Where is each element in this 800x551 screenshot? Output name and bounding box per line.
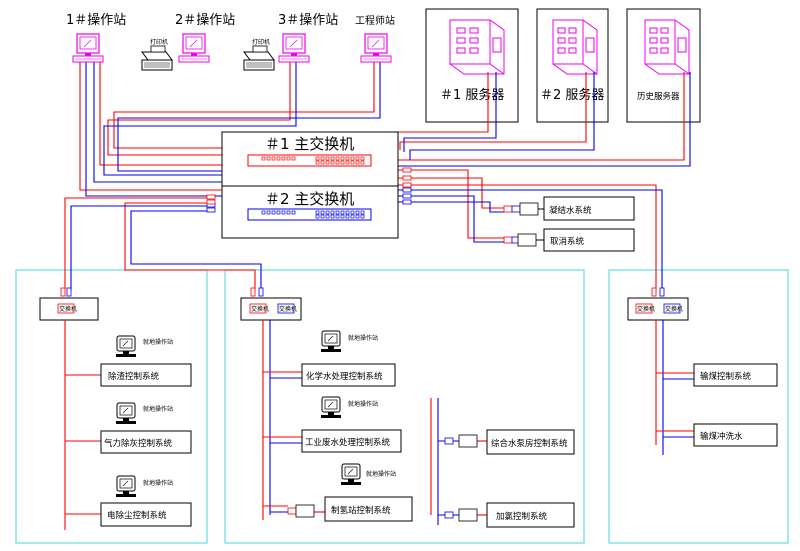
server-2-label: ＃2 服务器 [540,87,604,103]
printer-2 [243,45,275,71]
middle-local-station-2 [320,396,342,419]
printer-1 [141,45,173,71]
middle-switch-label-2: 交换机 [279,305,297,313]
left-area: 交换机 就地操作站 除渣控制系统 就地操作站 气力除灰控制系统 就地操作站 电除… [39,287,192,530]
station-1 [72,33,104,63]
pump-house-label: 综合水泵房控制系统 [491,438,568,449]
coal-handling-label: 输煤控制系统 [700,371,752,382]
printers: 打印机 打印机 [141,38,275,71]
side-systems: 凝结水系统 取消系统 [503,196,635,252]
industrial-wastewater-label: 工业废水处理控制系统 [305,437,391,448]
chlorination-box [486,502,575,528]
chem-water-box [301,363,396,387]
switch-2-ports [247,208,372,221]
middle-area-border [224,269,585,544]
chem-water-label: 化学水处理控制系统 [306,371,383,382]
coal-flushing-label: 输煤冲洗水 [700,431,743,442]
middle-local-station-3 [340,463,362,486]
middle-local-station-1 [320,330,342,353]
switch-1-label: ＃1 主交换机 [265,135,354,153]
cancel-system-box [543,228,635,252]
server-1: ＃1 服务器 [425,8,519,123]
electrostatic-precipitator-label: 电除尘控制系统 [107,510,167,521]
station-2 [178,33,210,63]
coal-flushing-box [693,423,778,447]
left-switch-label: 交换机 [59,305,77,313]
left-area-border [15,269,208,544]
right-area-border [608,269,789,544]
top-network-cables [64,62,691,290]
engineer-station-label: 工程师站 [355,14,395,27]
main-switches: ＃1 主交换机 ＃2 主交换机 [206,131,412,239]
middle-local-station-1-label: 就地操作站 [348,334,378,342]
chlorination-label: 加氯控制系统 [496,511,548,522]
station-3-label: 3＃操作站 [278,12,338,28]
slag-removal-box [100,363,192,387]
left-local-station-3 [115,475,137,498]
condensate-system-box [543,196,635,221]
middle-switch-label-1: 交换机 [251,305,269,313]
left-local-station-1-label: 就地操作站 [143,338,173,346]
printer-1-label: 打印机 [150,38,168,46]
operator-stations: 1＃操作站 2＃操作站 3＃操作站 工程师站 [66,12,395,63]
switch-connectors [206,167,412,213]
hydrogen-station-label: 制氢站控制系统 [331,505,391,516]
left-local-station-2-label: 就地操作站 [143,405,173,413]
station-3 [278,33,310,63]
history-server-label: 历史服务器 [637,91,680,102]
cancel-system-label: 取消系统 [550,236,585,247]
chlorine-connector [444,508,478,522]
left-local-station-2 [115,402,137,425]
right-switch-box [627,297,689,321]
pump-house-box [486,429,575,455]
middle-local-station-3-label: 就地操作站 [366,470,396,478]
side-node-2 [503,233,544,247]
middle-switch-box [240,297,302,321]
switch-1-ports [247,154,372,167]
condensate-system-label: 凝结水系统 [549,205,592,216]
slag-removal-label: 除渣控制系统 [108,371,160,382]
middle-area: 交换机 交换机 [240,287,575,528]
switch-2-label: ＃2 主交换机 [265,190,354,208]
station-2-label: 2＃操作站 [175,12,235,28]
right-switch-label-1: 交换机 [637,305,655,313]
right-switch-label-2: 交换机 [665,305,683,313]
electrostatic-precipitator-box [100,502,192,527]
left-local-station-3-label: 就地操作站 [143,479,173,487]
area-borders [15,269,789,544]
server-2: ＃2 服务器 [536,8,609,123]
hydrogen-connector [287,504,315,518]
coal-handling-box [693,363,778,387]
pneumatic-ash-label: 气力除灰控制系统 [104,438,173,449]
printer-2-label: 打印机 [252,38,270,46]
engineer-station [360,33,392,63]
middle-local-station-2-label: 就地操作站 [348,400,378,408]
right-area: 交换机 交换机 输煤控制系统 输煤冲洗水 [627,287,778,455]
pneumatic-ash-box [100,430,192,454]
history-server: 历史服务器 [626,8,701,123]
pump-connector [444,434,478,448]
station-1-label: 1＃操作站 [66,12,126,28]
servers: ＃1 服务器 ＃2 服务器 [425,8,701,123]
side-node-1 [503,202,544,216]
industrial-wastewater-box [301,429,402,453]
server-1-label: ＃1 服务器 [440,87,504,103]
hydrogen-station-box [324,496,413,522]
left-local-station-1 [115,335,137,358]
